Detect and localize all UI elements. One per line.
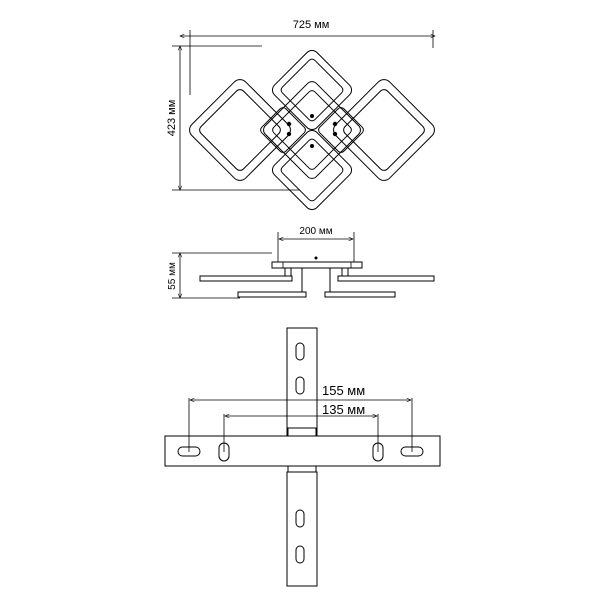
width-label: 725 мм: [293, 19, 330, 31]
bracket-view: 155 мм 135 мм: [165, 328, 440, 586]
height-label: 423 мм: [166, 100, 178, 137]
vertical-bar-top: [287, 328, 317, 436]
top-view: 725 мм 423 мм: [166, 19, 438, 212]
inner-spacing-dimension: 135 мм: [224, 402, 378, 452]
side-view: 200 мм 55 мм: [167, 226, 434, 298]
horizontal-bar: [165, 436, 440, 466]
mount-width-label: 200 мм: [299, 226, 332, 237]
light-frame: [186, 48, 437, 213]
height-dimension: 423 мм: [166, 46, 300, 190]
inner-spacing-label: 135 мм: [322, 402, 365, 417]
side-canopy: [272, 257, 362, 293]
side-arms: [200, 276, 434, 297]
vertical-bar-bottom: [287, 466, 317, 586]
top-ring: [270, 48, 355, 133]
outer-spacing-dimension: 155 мм: [189, 383, 412, 452]
bottom-ring: [270, 128, 355, 213]
left-ring: [186, 76, 293, 183]
side-height-label: 55 мм: [167, 262, 178, 290]
right-ring: [330, 76, 437, 183]
outer-spacing-label: 155 мм: [322, 383, 365, 398]
